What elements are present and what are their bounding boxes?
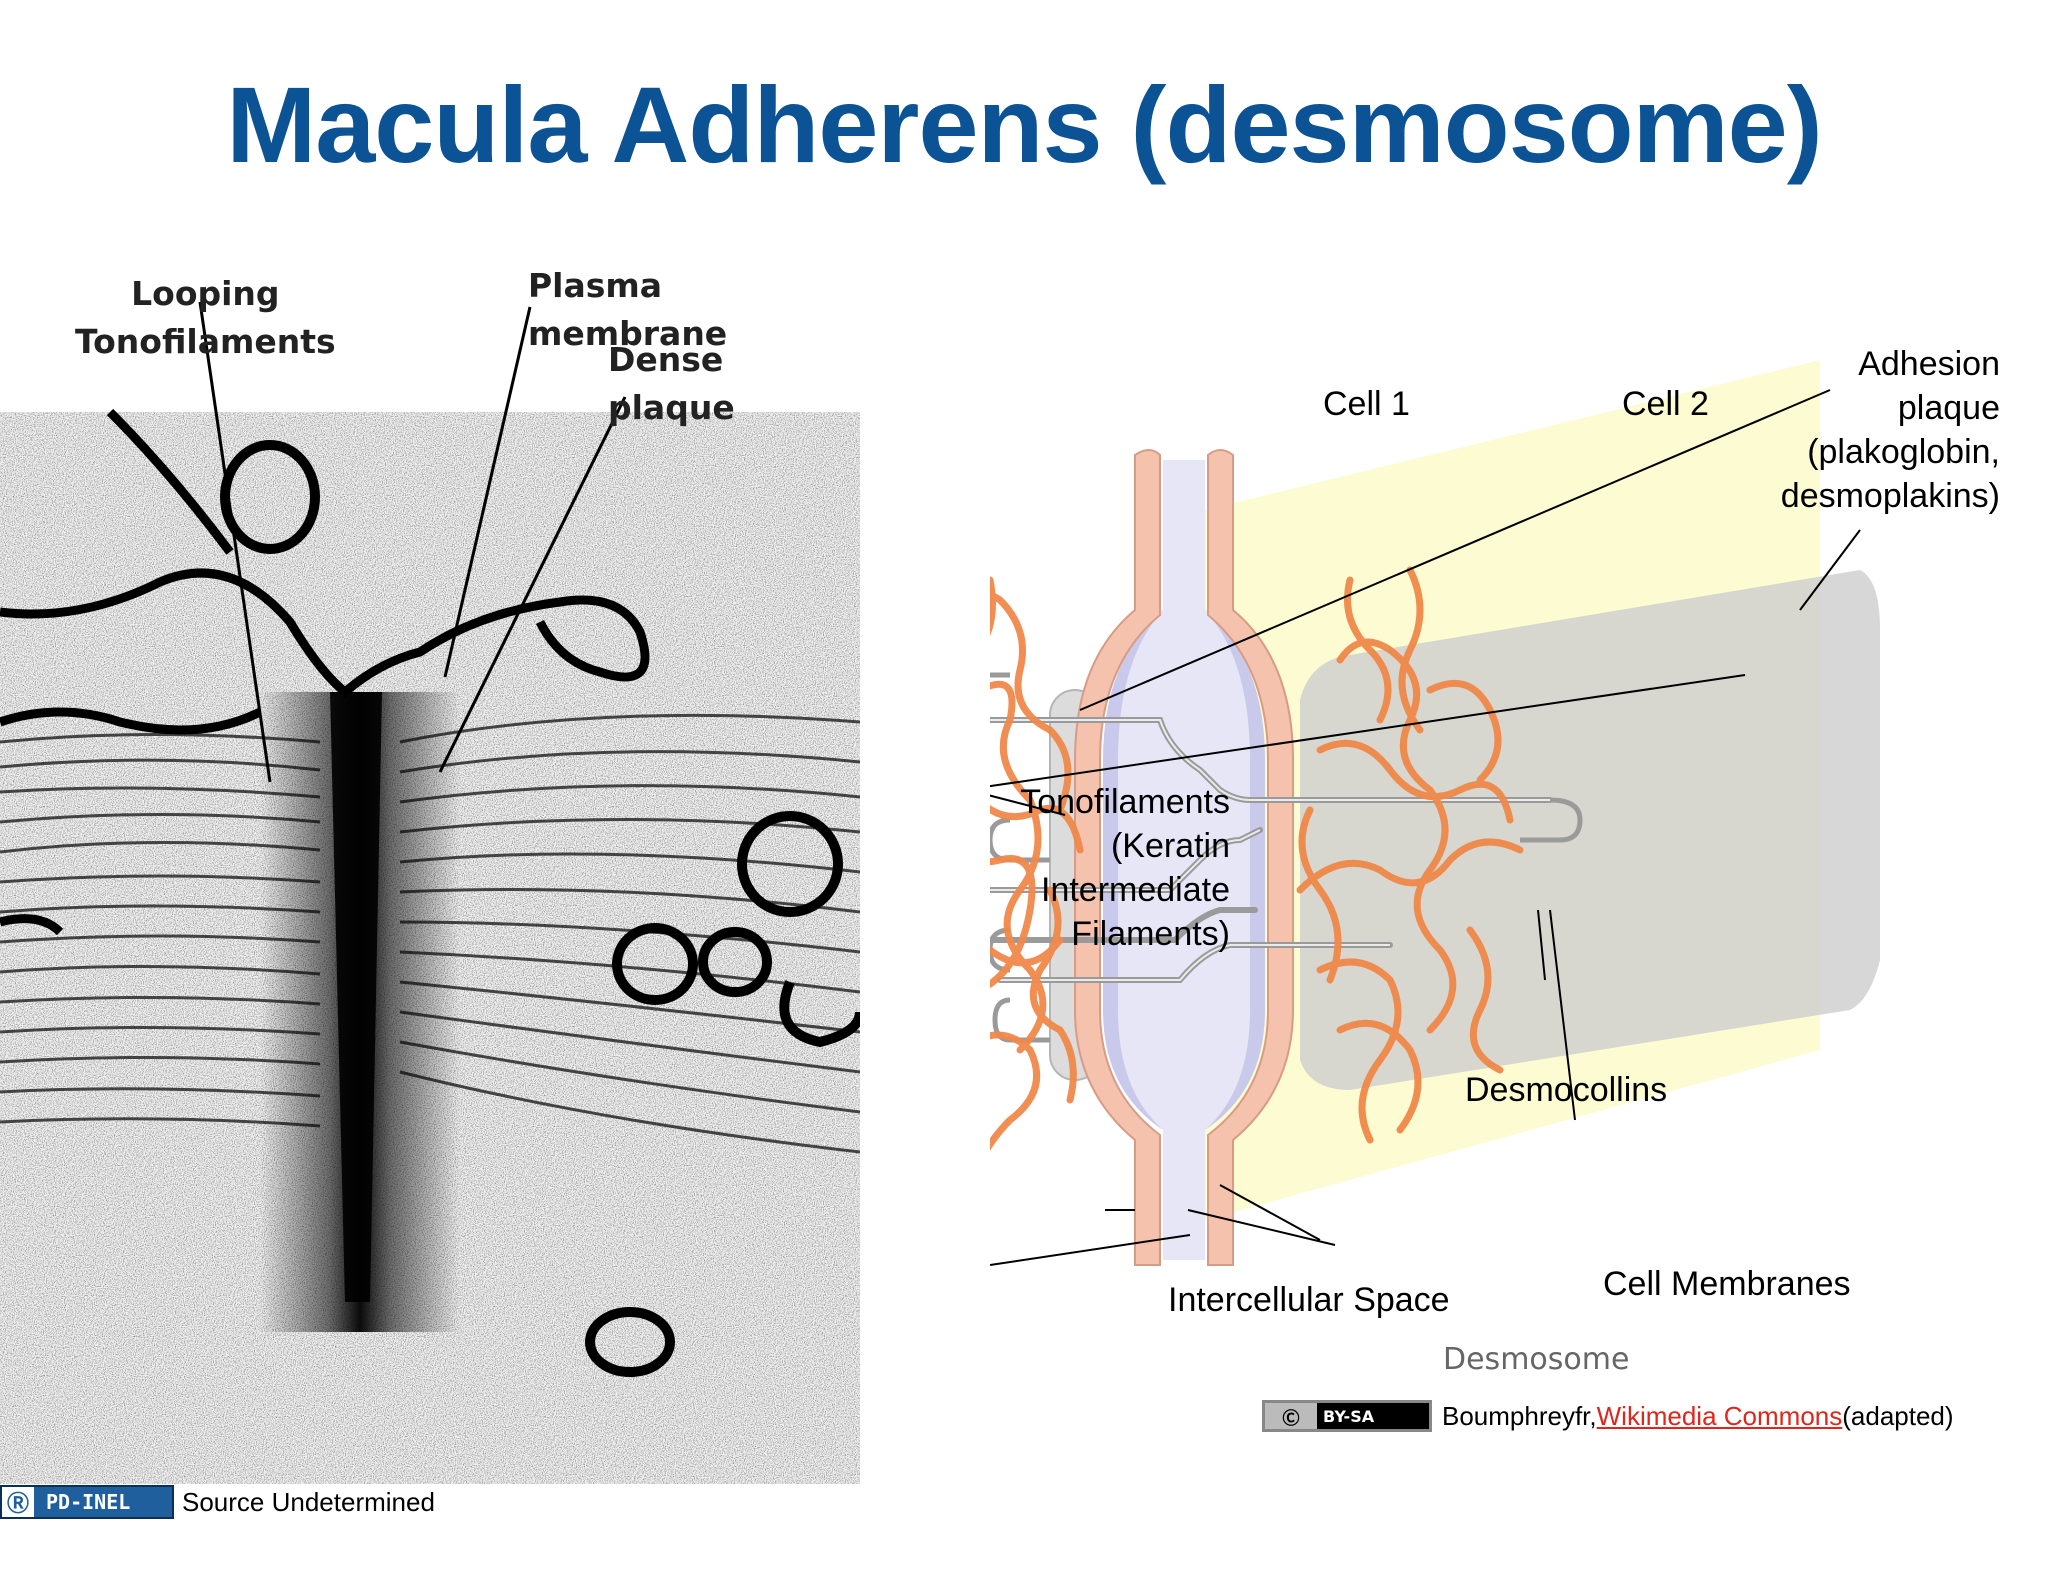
pd-inel-badge[interactable]: Ⓡ PD-INEL xyxy=(0,1485,174,1519)
cell-membrane-2 xyxy=(1207,449,1294,1266)
diagram-caption: Desmosome xyxy=(1443,1342,1630,1377)
micrograph-image xyxy=(0,301,860,1484)
label-intercellular-space: Intercellular Space xyxy=(1168,1281,1450,1319)
label-looping-tonofilaments: Looping Tonofilaments xyxy=(75,274,336,361)
wikimedia-commons-link[interactable]: Wikimedia Commons xyxy=(1596,1400,1843,1431)
source-text: Source Undetermined xyxy=(182,1486,435,1517)
vesicles xyxy=(220,440,860,1377)
desmosome-illustration xyxy=(866,360,1880,1266)
label-cell-2: Cell 2 xyxy=(1622,385,1709,423)
label-cell-membranes: Cell Membranes xyxy=(1603,1265,1851,1303)
pd-license: Ⓡ PD-INEL Source Undetermined xyxy=(0,1485,435,1519)
leader-lines xyxy=(919,389,1861,1266)
keratin-filaments-right xyxy=(1296,566,1524,1144)
slide-title: Macula Adherens (desmosome) xyxy=(226,64,1822,185)
electron-micrograph: Looping Tonofilaments Plasma membrane De… xyxy=(0,222,860,1484)
credit-suffix: (adapted) xyxy=(1842,1400,1954,1431)
label-adhesion-plaque: Adhesion plaque (plakoglobin, desmoplaki… xyxy=(1780,345,2000,515)
credit-author: Boumphreyfr, xyxy=(1442,1400,1597,1431)
creative-commons-icon: Ⓒ xyxy=(1265,1403,1317,1429)
diagram-credit: Ⓒ BY-SA Boumphreyfr, Wikimedia Commons (… xyxy=(1262,1400,1954,1432)
public-domain-icon: Ⓡ xyxy=(2,1487,34,1517)
cc-by-sa-badge[interactable]: Ⓒ BY-SA xyxy=(1262,1400,1432,1432)
label-tonofilaments: Tonofilaments (Keratin Intermediate Fila… xyxy=(1020,783,1230,953)
label-plasma-membrane: Plasma membrane xyxy=(528,266,728,353)
label-cell-1: Cell 1 xyxy=(1323,385,1410,423)
label-dense-plaque: Dense plaque xyxy=(608,340,735,427)
desmosome-diagram: Cell 1 Cell 2 Adhesion plaque (plakoglob… xyxy=(866,330,2048,1430)
membrane-outlines xyxy=(0,408,650,936)
label-desmocollins: Desmocollins xyxy=(1465,1071,1668,1109)
